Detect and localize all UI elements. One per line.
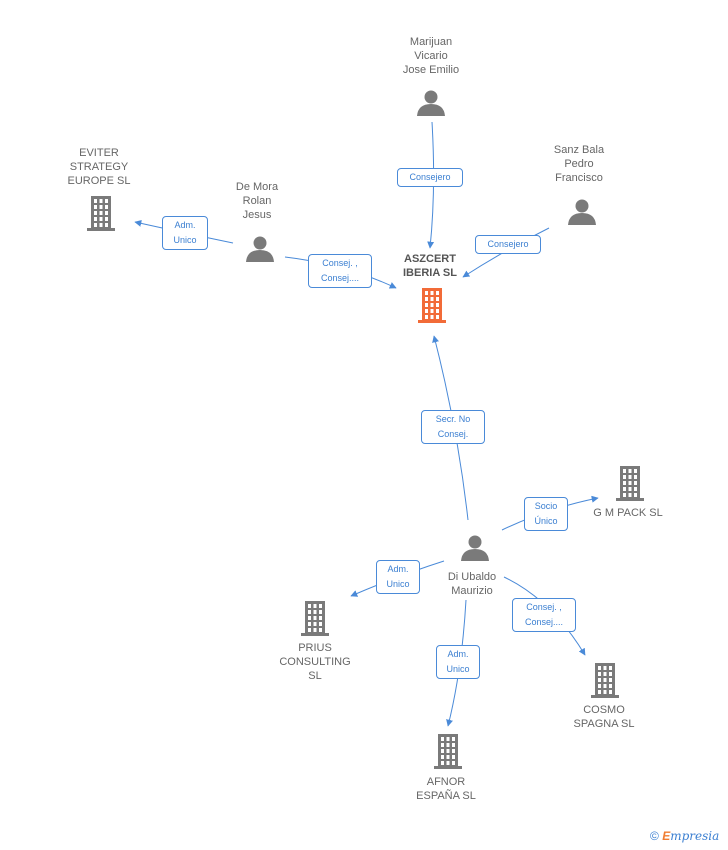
company-icon-prius[interactable]	[301, 601, 329, 636]
edge-label-e9[interactable]: Adm. Unico	[436, 645, 480, 679]
company-icon-cosmo[interactable]	[591, 663, 619, 698]
person-icon-sanz[interactable]	[568, 199, 596, 226]
node-label-demora[interactable]: De Mora Rolan Jesus	[235, 181, 279, 221]
brand-initial: E	[662, 829, 671, 843]
node-label-gmpack[interactable]: G M PACK SL	[593, 507, 663, 519]
edge-label-e3[interactable]: Consej. , Consej....	[308, 254, 372, 288]
edge-label-e4[interactable]: Adm. Unico	[162, 216, 208, 250]
person-icon-diubaldo[interactable]	[461, 535, 489, 562]
edge-label-e7[interactable]: Adm. Unico	[376, 560, 420, 594]
company-icon-gmpack[interactable]	[616, 466, 644, 501]
edge-label-e8[interactable]: Consej. , Consej....	[512, 598, 576, 632]
edge-label-e2[interactable]: Consejero	[475, 235, 541, 254]
company-icon-eviter[interactable]	[87, 196, 115, 231]
node-label-diubaldo[interactable]: Di Ubaldo Maurizio	[447, 571, 497, 597]
company-icon-aszcert[interactable]	[418, 288, 446, 323]
empresia-brand: © Empresia	[650, 829, 719, 843]
node-label-prius[interactable]: PRIUS CONSULTING SL	[279, 642, 351, 682]
node-label-afnor[interactable]: AFNOR ESPAÑA SL	[416, 776, 476, 802]
company-icon-afnor[interactable]	[434, 734, 462, 769]
edge-label-e5[interactable]: Secr. No Consej.	[421, 410, 485, 444]
node-label-aszcert[interactable]: ASZCERT IBERIA SL	[403, 253, 457, 279]
node-label-sanz[interactable]: Sanz Bala Pedro Francisco	[553, 144, 605, 184]
node-label-eviter[interactable]: EVITER STRATEGY EUROPE SL	[67, 147, 131, 187]
edge-marijuan-to-aszcert	[427, 121, 435, 249]
person-icon-marijuan[interactable]	[417, 90, 445, 117]
node-label-marijuan[interactable]: Marijuan Vicario Jose Emilio	[402, 36, 460, 76]
copyright-icon: ©	[650, 829, 659, 843]
edge-label-e6[interactable]: Socio Único	[524, 497, 568, 531]
node-label-cosmo[interactable]: COSMO SPAGNA SL	[573, 704, 635, 730]
brand-rest: mpresia	[670, 829, 720, 843]
edge-label-e1[interactable]: Consejero	[397, 168, 463, 187]
person-icon-demora[interactable]	[246, 236, 274, 263]
